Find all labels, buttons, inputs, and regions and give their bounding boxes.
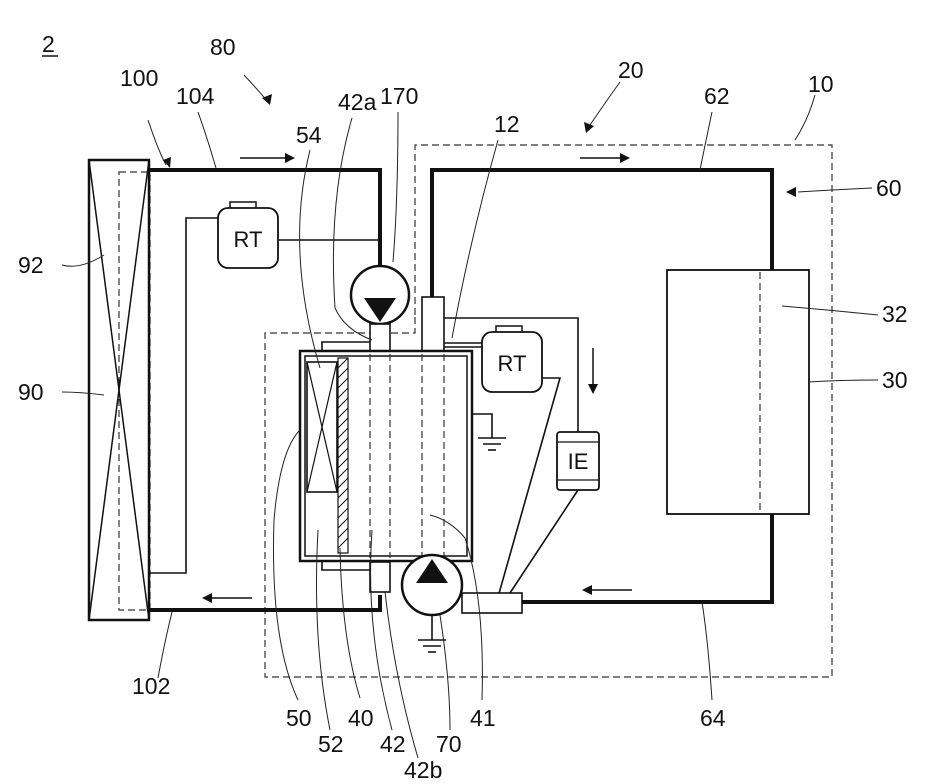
leader-20 bbox=[588, 82, 620, 128]
leader-70 bbox=[440, 615, 450, 730]
ref-42a: 42a bbox=[338, 89, 377, 115]
ref-92: 92 bbox=[18, 252, 44, 278]
wall-52-hatched bbox=[338, 358, 348, 553]
ref-62: 62 bbox=[704, 83, 730, 109]
ref-170: 170 bbox=[380, 83, 418, 109]
rt-left-feed-line bbox=[150, 218, 220, 573]
ion-exchanger: IE bbox=[557, 432, 599, 490]
leader-60 bbox=[798, 188, 872, 192]
pump-outlet-42a bbox=[370, 324, 390, 354]
ref-60: 60 bbox=[876, 175, 902, 201]
ref-102: 102 bbox=[132, 673, 170, 699]
leader-100 bbox=[148, 120, 166, 165]
rt-right-label: RT bbox=[498, 351, 527, 376]
core-boundary-92 bbox=[119, 172, 150, 610]
pump-70-inlet bbox=[462, 593, 522, 613]
ref-90: 90 bbox=[18, 379, 44, 405]
ground-symbol-pump bbox=[418, 615, 446, 652]
outlet-42b bbox=[370, 562, 390, 592]
ref-12: 12 bbox=[494, 111, 520, 137]
ref-30: 30 bbox=[882, 367, 908, 393]
leader-92 bbox=[62, 255, 104, 266]
ref-41: 41 bbox=[470, 705, 496, 731]
flow-arrow-102 bbox=[202, 593, 252, 603]
ref-50: 50 bbox=[286, 705, 312, 731]
flow-arrow-64 bbox=[582, 585, 632, 595]
leader-10 bbox=[795, 95, 815, 140]
flow-arrow-62 bbox=[580, 153, 630, 163]
rt-left-label: RT bbox=[234, 227, 263, 252]
leader-62 bbox=[700, 112, 712, 170]
ref-10: 10 bbox=[808, 71, 834, 97]
leader-104 bbox=[198, 112, 216, 168]
reservoir-tank-left: RT bbox=[218, 202, 278, 268]
ref-42: 42 bbox=[380, 731, 406, 757]
leader-170 bbox=[393, 112, 398, 262]
leader-50 bbox=[274, 430, 301, 700]
leader-102 bbox=[158, 612, 172, 678]
pump-170 bbox=[351, 266, 409, 324]
ref-42b: 42b bbox=[404, 757, 442, 783]
ref-70: 70 bbox=[436, 731, 462, 757]
ie-return-line bbox=[510, 490, 578, 593]
ref-104: 104 bbox=[176, 83, 215, 109]
pump-70 bbox=[402, 555, 462, 615]
ref-54: 54 bbox=[296, 122, 322, 148]
ref-52: 52 bbox=[318, 731, 344, 757]
case-top-connector bbox=[322, 342, 370, 350]
leader-30 bbox=[808, 380, 878, 382]
leader-90 bbox=[62, 392, 104, 395]
figure-number: 2 bbox=[42, 31, 55, 57]
connector-12 bbox=[422, 297, 444, 355]
case-bottom-connector bbox=[322, 562, 370, 570]
ref-20: 20 bbox=[618, 57, 644, 83]
ref-100: 100 bbox=[120, 65, 158, 91]
pipe-64 bbox=[520, 512, 772, 602]
flow-arrow-104 bbox=[240, 153, 295, 163]
intercooler-50 bbox=[307, 362, 337, 492]
ie-label: IE bbox=[568, 449, 589, 474]
leader-80-arrowhead bbox=[262, 94, 272, 105]
reservoir-tank-right: RT bbox=[482, 326, 542, 392]
ref-32: 32 bbox=[882, 301, 908, 327]
flow-arrow-ie bbox=[588, 348, 598, 394]
ref-64: 64 bbox=[700, 705, 726, 731]
leader-20-arrowhead bbox=[584, 122, 594, 133]
leader-64 bbox=[702, 602, 712, 700]
ground-symbol-case bbox=[472, 414, 506, 450]
leader-60-arrowhead bbox=[786, 187, 796, 197]
leader-54 bbox=[300, 150, 320, 368]
ref-80: 80 bbox=[210, 34, 236, 60]
ref-40: 40 bbox=[348, 705, 374, 731]
